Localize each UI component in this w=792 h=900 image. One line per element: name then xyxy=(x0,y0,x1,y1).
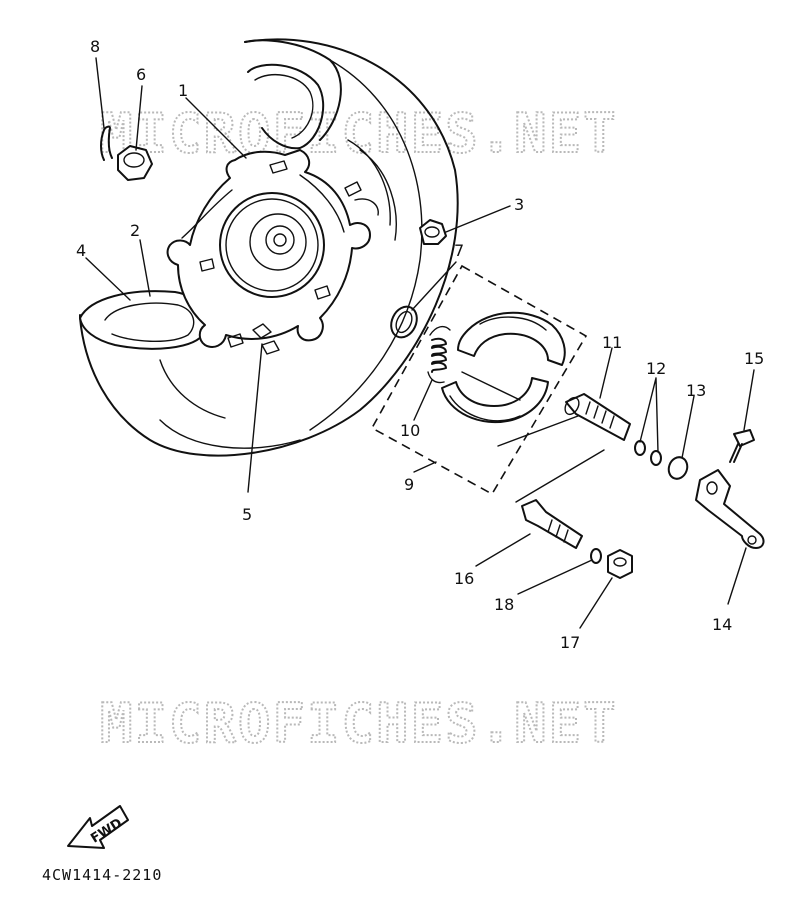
nut-3 xyxy=(419,219,447,245)
callout-labels: 8 6 1 3 2 4 7 11 12 15 13 10 9 5 16 18 1… xyxy=(76,37,764,652)
diagram-code: 4CW1414-2210 xyxy=(42,866,162,884)
wheel-assembly xyxy=(79,38,459,457)
brake-lever-14 xyxy=(695,469,765,549)
ring-13 xyxy=(667,456,689,480)
callout-9: 9 xyxy=(404,475,414,494)
callout-3: 3 xyxy=(514,195,524,214)
callout-17: 17 xyxy=(560,633,580,652)
callout-12: 12 xyxy=(646,359,666,378)
watermark-bottom: MICROFICHES.NET xyxy=(100,692,618,755)
callout-5: 5 xyxy=(242,505,252,524)
callout-16: 16 xyxy=(454,569,474,588)
callout-15: 15 xyxy=(744,349,764,368)
watermark-top: MICROFICHES.NET xyxy=(100,102,618,165)
callout-7: 7 xyxy=(454,241,464,260)
fwd-arrow: FWD xyxy=(67,805,129,849)
washer-18 xyxy=(590,548,602,564)
nut-6 xyxy=(117,145,153,181)
callout-14: 14 xyxy=(712,615,732,634)
oring-7 xyxy=(390,305,418,339)
callout-2: 2 xyxy=(130,221,140,240)
brake-shoe-group-9 xyxy=(370,264,588,496)
bolt-15 xyxy=(729,429,755,463)
cotter-pin-8 xyxy=(100,125,113,161)
callout-10: 10 xyxy=(400,421,420,440)
callout-6: 6 xyxy=(136,65,146,84)
callout-1: 1 xyxy=(178,81,188,100)
cam-shaft-11 xyxy=(564,393,631,441)
callout-11: 11 xyxy=(602,333,622,352)
bolt-16 xyxy=(521,499,583,549)
leader-lines xyxy=(85,57,755,629)
callout-13: 13 xyxy=(686,381,706,400)
callout-4: 4 xyxy=(76,241,86,260)
nut-17 xyxy=(607,549,633,579)
callout-18: 18 xyxy=(494,595,514,614)
callout-8: 8 xyxy=(90,37,100,56)
